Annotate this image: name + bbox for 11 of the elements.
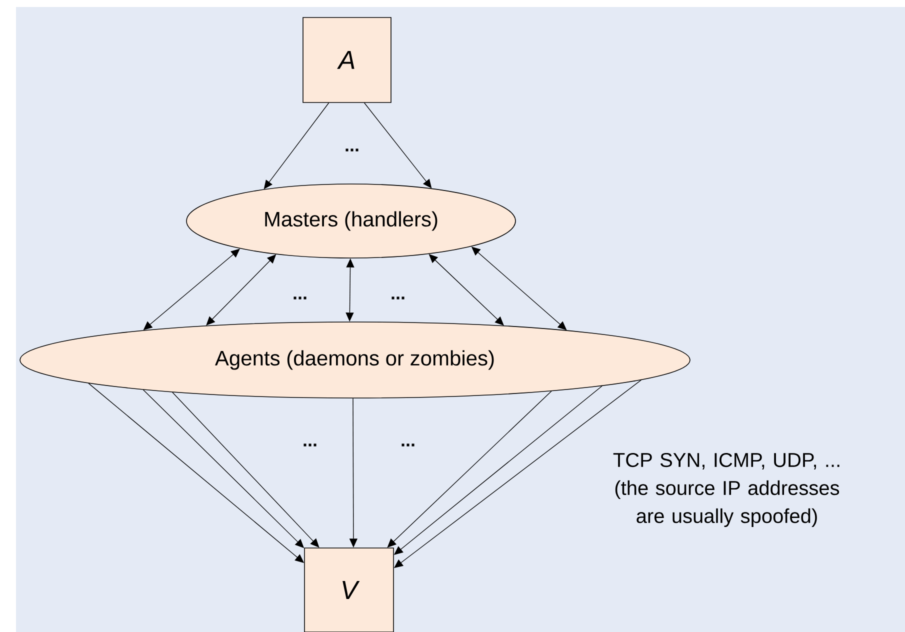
process-box: V [304, 548, 394, 632]
ellipsis: ... [304, 444, 316, 446]
annotation-text: TCP SYN, ICMP, UDP, ... (the source IP addresses are usually spoofed) [613, 452, 840, 528]
process-box: A [302, 17, 392, 103]
arrow [364, 102, 432, 188]
ellipsis: ... [346, 148, 358, 152]
ellipse-node: Agents (daemons or zombies) [20, 322, 690, 398]
ellipsis: ... [402, 444, 414, 446]
ellipsis: ... [392, 296, 404, 300]
ellipse-node: Masters (handlers) [186, 184, 516, 258]
ellipsis: ... [294, 296, 306, 300]
